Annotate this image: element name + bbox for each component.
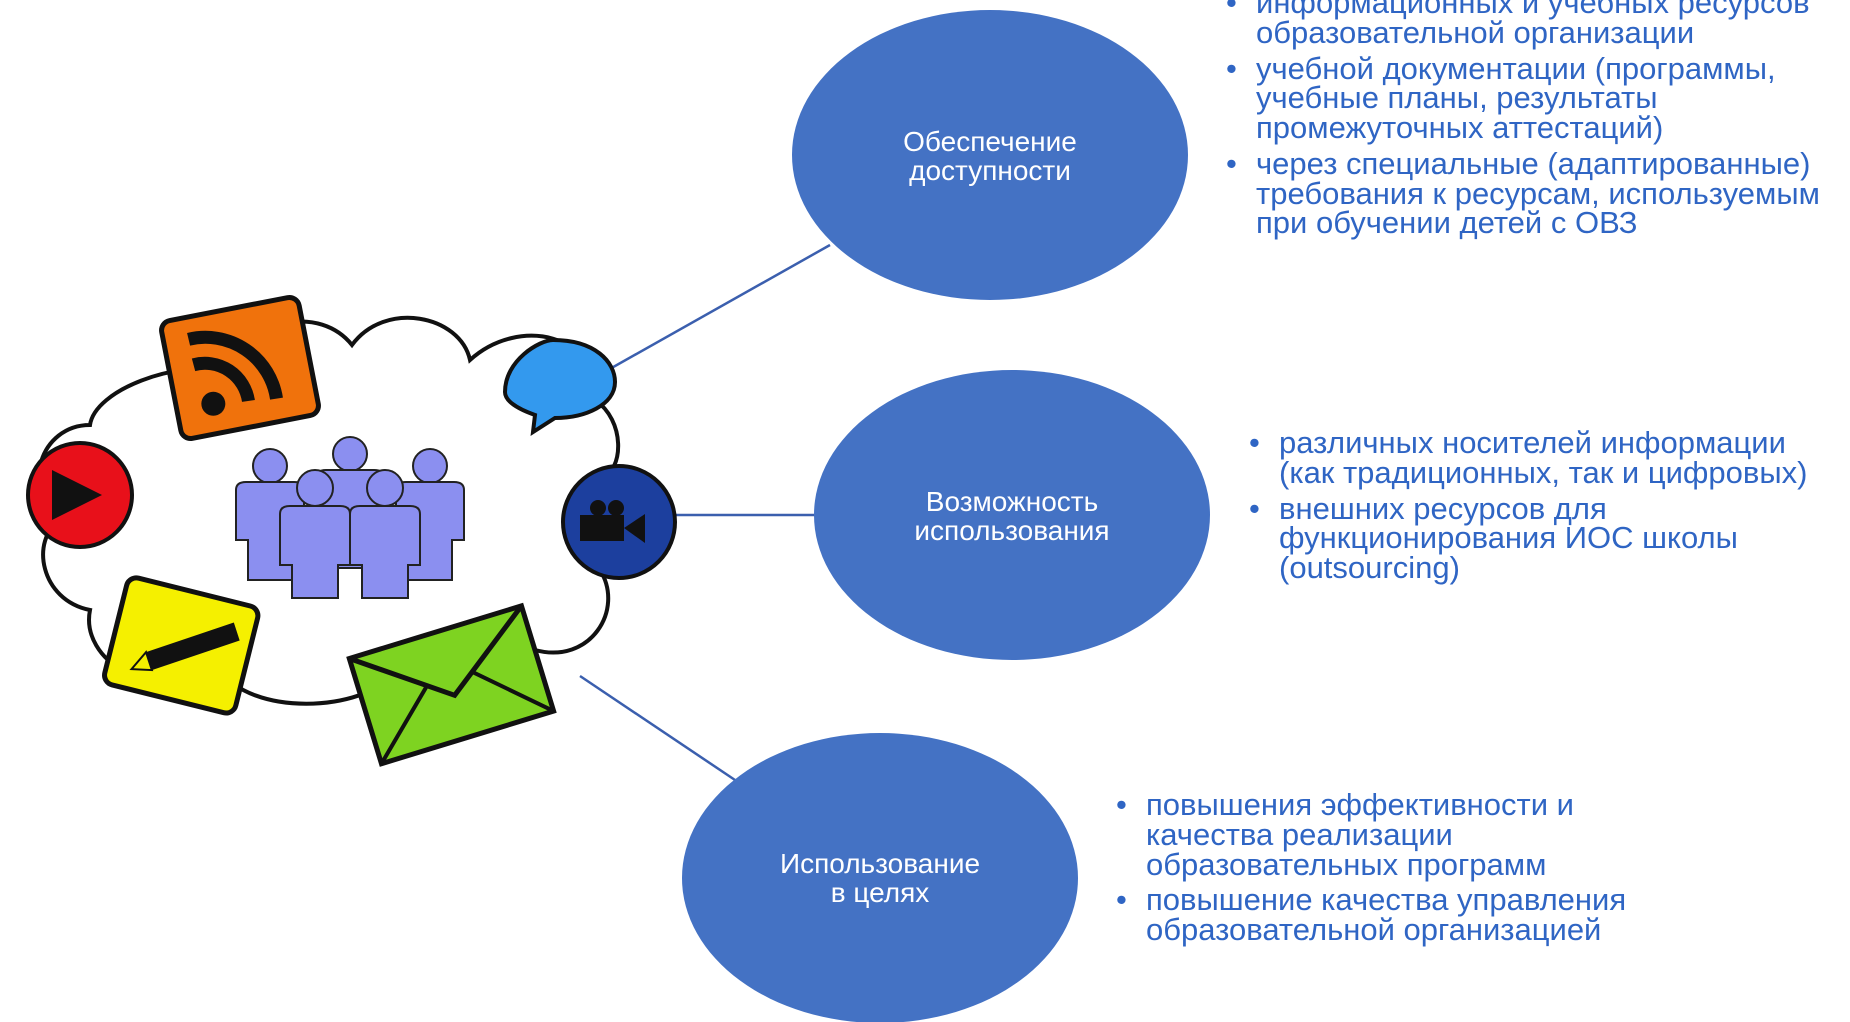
video-camera-icon: [561, 464, 677, 580]
connector-line-top: [607, 243, 831, 372]
bullet-list-usage-possibility: различных носителей информации (как трад…: [1245, 427, 1845, 589]
bullet-list-usage-purpose: повышения эффективности и качества реали…: [1112, 789, 1692, 951]
list-item: учебной документации (программы, учебные…: [1222, 52, 1842, 143]
circle-usage-purpose: [682, 733, 1078, 1022]
connector-line-bottom: [579, 674, 736, 782]
list-item: через специальные (адаптированные) требо…: [1222, 148, 1842, 239]
label-line: Возможность: [925, 485, 1099, 517]
circle-usage-purpose-label: Использование в целях: [730, 840, 1030, 916]
circle-usage-possibility: [814, 370, 1210, 660]
list-item: повышения эффективности и качества реали…: [1112, 789, 1692, 880]
rss-icon: [159, 294, 321, 442]
bullet-list-accessibility: информационных и учебных ресурсов образо…: [1222, 0, 1842, 244]
label-line: доступности: [909, 155, 1071, 186]
label-line: использования: [914, 515, 1110, 546]
circle-accessibility: [792, 10, 1188, 300]
label-line: Использование: [779, 847, 981, 879]
chat-bubble-icon: [502, 337, 618, 436]
circle-usage-possibility-label: Возможность использования: [862, 478, 1162, 554]
play-icon: [26, 441, 134, 549]
circle-accessibility-label: Обеспечение доступности: [840, 118, 1140, 194]
list-item: информационных и учебных ресурсов образо…: [1222, 0, 1842, 48]
pencil-icon: [102, 575, 261, 716]
list-item: повышение качества управления образовате…: [1112, 884, 1692, 944]
label-line: в целях: [830, 877, 930, 908]
people-group-icon: [235, 436, 465, 599]
list-item: различных носителей информации (как трад…: [1245, 427, 1845, 487]
label-line: Обеспечение: [903, 125, 1077, 157]
list-item: внешних ресурсов для функционирования ИО…: [1245, 492, 1845, 583]
mail-icon: [346, 602, 557, 767]
